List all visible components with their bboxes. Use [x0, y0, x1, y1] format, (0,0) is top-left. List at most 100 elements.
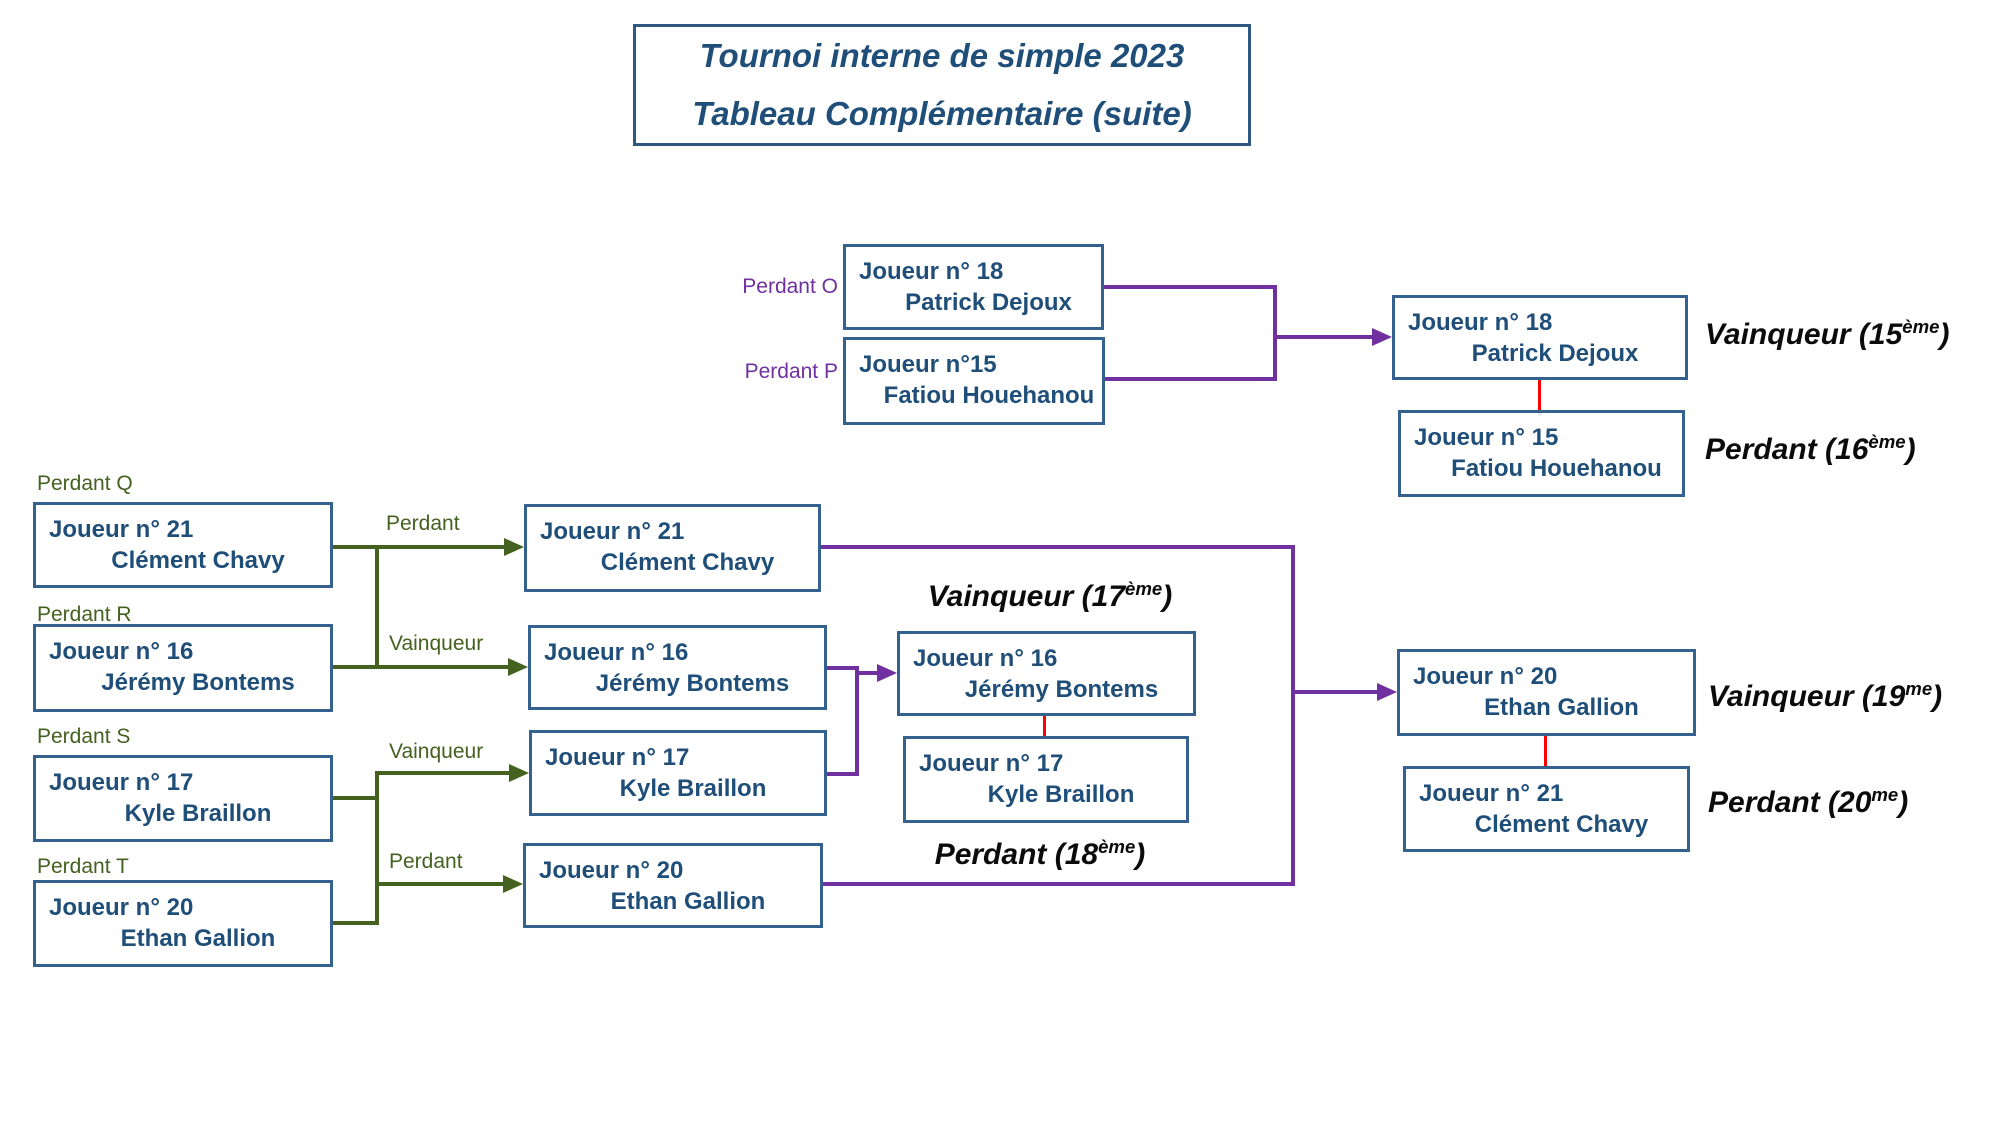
- connector-line: [1273, 285, 1277, 381]
- player-name: Ethan Gallion: [610, 888, 766, 915]
- label-text: Perdant (18: [934, 838, 1099, 871]
- label-text: Vainqueur (15: [1705, 318, 1903, 351]
- connector-line: [375, 545, 379, 669]
- feeder-label-perdant-r: Perdant R: [37, 603, 132, 626]
- player-number: Joueur n° 16: [913, 645, 1058, 672]
- player-name: Fatiou Houehanou: [1451, 455, 1662, 482]
- connector-line: [375, 882, 503, 886]
- player-number: Joueur n° 21: [540, 518, 685, 545]
- player-box-perdant-r-16: Joueur n° 16 Jérémy Bontems: [33, 624, 333, 712]
- result-label-vainqueur-17: Vainqueur (17ème): [880, 578, 1220, 614]
- player-box-mid-17: Joueur n° 17 Kyle Braillon: [529, 730, 827, 816]
- title-line-1: Tournoi interne de simple 2023: [699, 37, 1185, 74]
- result-label-vainqueur-15: Vainqueur (15ème): [1705, 316, 1950, 352]
- player-name: Kyle Braillon: [124, 800, 272, 827]
- label-sup: ème: [1902, 316, 1940, 337]
- label-sup: ème: [1125, 578, 1163, 599]
- connector-line: [857, 671, 879, 675]
- result-label-perdant-20: Perdant (20me): [1708, 785, 1908, 820]
- label-sup: ème: [1868, 431, 1906, 452]
- player-number: Joueur n°15: [859, 351, 997, 378]
- arrowhead: [508, 658, 528, 676]
- player-number: Joueur n° 21: [1419, 780, 1564, 807]
- arrowhead: [1372, 328, 1392, 346]
- player-name: Clément Chavy: [111, 547, 285, 574]
- player-box-loser-20th: Joueur n° 21 Clément Chavy: [1403, 766, 1690, 852]
- player-name: Ethan Gallion: [120, 925, 276, 952]
- connector-line: [827, 772, 859, 776]
- player-box-match-loser-17: Joueur n° 17 Kyle Braillon: [903, 736, 1189, 823]
- label-text: ): [1932, 680, 1943, 713]
- label-sup: me: [1905, 678, 1933, 699]
- player-box-perdant-q-21: Joueur n° 21 Clément Chavy: [33, 502, 333, 588]
- player-number: Joueur n° 20: [1413, 663, 1558, 690]
- player-name: Kyle Braillon: [987, 781, 1135, 808]
- arrow-label-perdant: Perdant: [389, 850, 463, 873]
- arrow-label-perdant: Perdant: [386, 512, 460, 535]
- connector-line: [1104, 285, 1276, 289]
- result-label-perdant-16: Perdant (16ème): [1705, 431, 1916, 467]
- feeder-label-perdant-t: Perdant T: [37, 855, 129, 878]
- player-box-winner-15th: Joueur n° 18 Patrick Dejoux: [1392, 295, 1688, 380]
- player-number: Joueur n° 16: [49, 638, 194, 665]
- feeder-label-perdant-p: Perdant P: [744, 360, 838, 383]
- arrowhead: [877, 664, 897, 682]
- player-name: Jérémy Bontems: [595, 670, 790, 697]
- player-name: Clément Chavy: [1474, 811, 1649, 838]
- player-box-feeder-15: Joueur n°15 Fatiou Houehanou: [843, 337, 1105, 425]
- connector-line: [1291, 545, 1295, 886]
- player-box-perdant-t-20: Joueur n° 20 Ethan Gallion: [33, 880, 333, 967]
- label-text: ): [1162, 580, 1173, 613]
- feeder-label-perdant-q: Perdant Q: [37, 472, 133, 495]
- player-number: Joueur n° 18: [1408, 309, 1553, 336]
- player-number: Joueur n° 17: [49, 769, 194, 796]
- connector-line: [1105, 377, 1276, 381]
- result-label-vainqueur-19: Vainqueur (19me): [1708, 678, 1943, 714]
- connector-line: [375, 771, 379, 925]
- player-name: Jérémy Bontems: [964, 676, 1159, 703]
- player-box-mid-16: Joueur n° 16 Jérémy Bontems: [528, 625, 827, 710]
- connector-line: [827, 666, 859, 670]
- connector-line: [1273, 335, 1373, 339]
- arrowhead: [509, 764, 529, 782]
- player-number: Joueur n° 17: [919, 750, 1064, 777]
- player-number: Joueur n° 20: [49, 894, 194, 921]
- label-text: ): [1939, 318, 1950, 351]
- connector-line: [333, 921, 377, 925]
- label-text: Vainqueur (19: [1708, 680, 1906, 713]
- arrowhead: [503, 875, 523, 893]
- label-text: ): [1135, 838, 1146, 871]
- connector-line: [333, 665, 508, 669]
- match-link-line: [1544, 736, 1547, 766]
- connector-line: [823, 882, 1295, 886]
- player-number: Joueur n° 21: [49, 516, 194, 543]
- player-box-feeder-18: Joueur n° 18 Patrick Dejoux: [843, 244, 1104, 330]
- feeder-label-perdant-o: Perdant O: [742, 275, 838, 298]
- player-name: Kyle Braillon: [619, 775, 767, 802]
- feeder-label-perdant-s: Perdant S: [37, 725, 131, 748]
- player-box-mid-20: Joueur n° 20 Ethan Gallion: [523, 843, 823, 928]
- player-name: Fatiou Houehanou: [883, 382, 1095, 409]
- result-label-perdant-18: Perdant (18ème): [870, 837, 1210, 872]
- arrowhead: [1377, 683, 1397, 701]
- player-box-winner-19th: Joueur n° 20 Ethan Gallion: [1397, 649, 1696, 736]
- player-number: Joueur n° 17: [545, 744, 690, 771]
- connector-line: [821, 545, 1295, 549]
- title-box: Tournoi interne de simple 2023 Tableau C…: [633, 24, 1251, 146]
- player-box-mid-21: Joueur n° 21 Clément Chavy: [524, 504, 821, 592]
- player-name: Patrick Dejoux: [905, 289, 1072, 316]
- player-name: Ethan Gallion: [1484, 694, 1639, 721]
- player-number: Joueur n° 16: [544, 639, 689, 666]
- player-number: Joueur n° 20: [539, 857, 684, 884]
- match-link-line: [1538, 380, 1541, 410]
- label-text: ): [1905, 433, 1916, 466]
- match-link-line: [1043, 716, 1046, 738]
- arrowhead: [504, 538, 524, 556]
- arrow-label-vainqueur: Vainqueur: [389, 632, 484, 655]
- player-number: Joueur n° 18: [859, 258, 1004, 285]
- connector-line: [855, 666, 859, 776]
- player-box-loser-16th: Joueur n° 15 Fatiou Houehanou: [1398, 410, 1685, 497]
- label-text: Perdant (16: [1705, 433, 1869, 466]
- player-box-perdant-s-17: Joueur n° 17 Kyle Braillon: [33, 755, 333, 842]
